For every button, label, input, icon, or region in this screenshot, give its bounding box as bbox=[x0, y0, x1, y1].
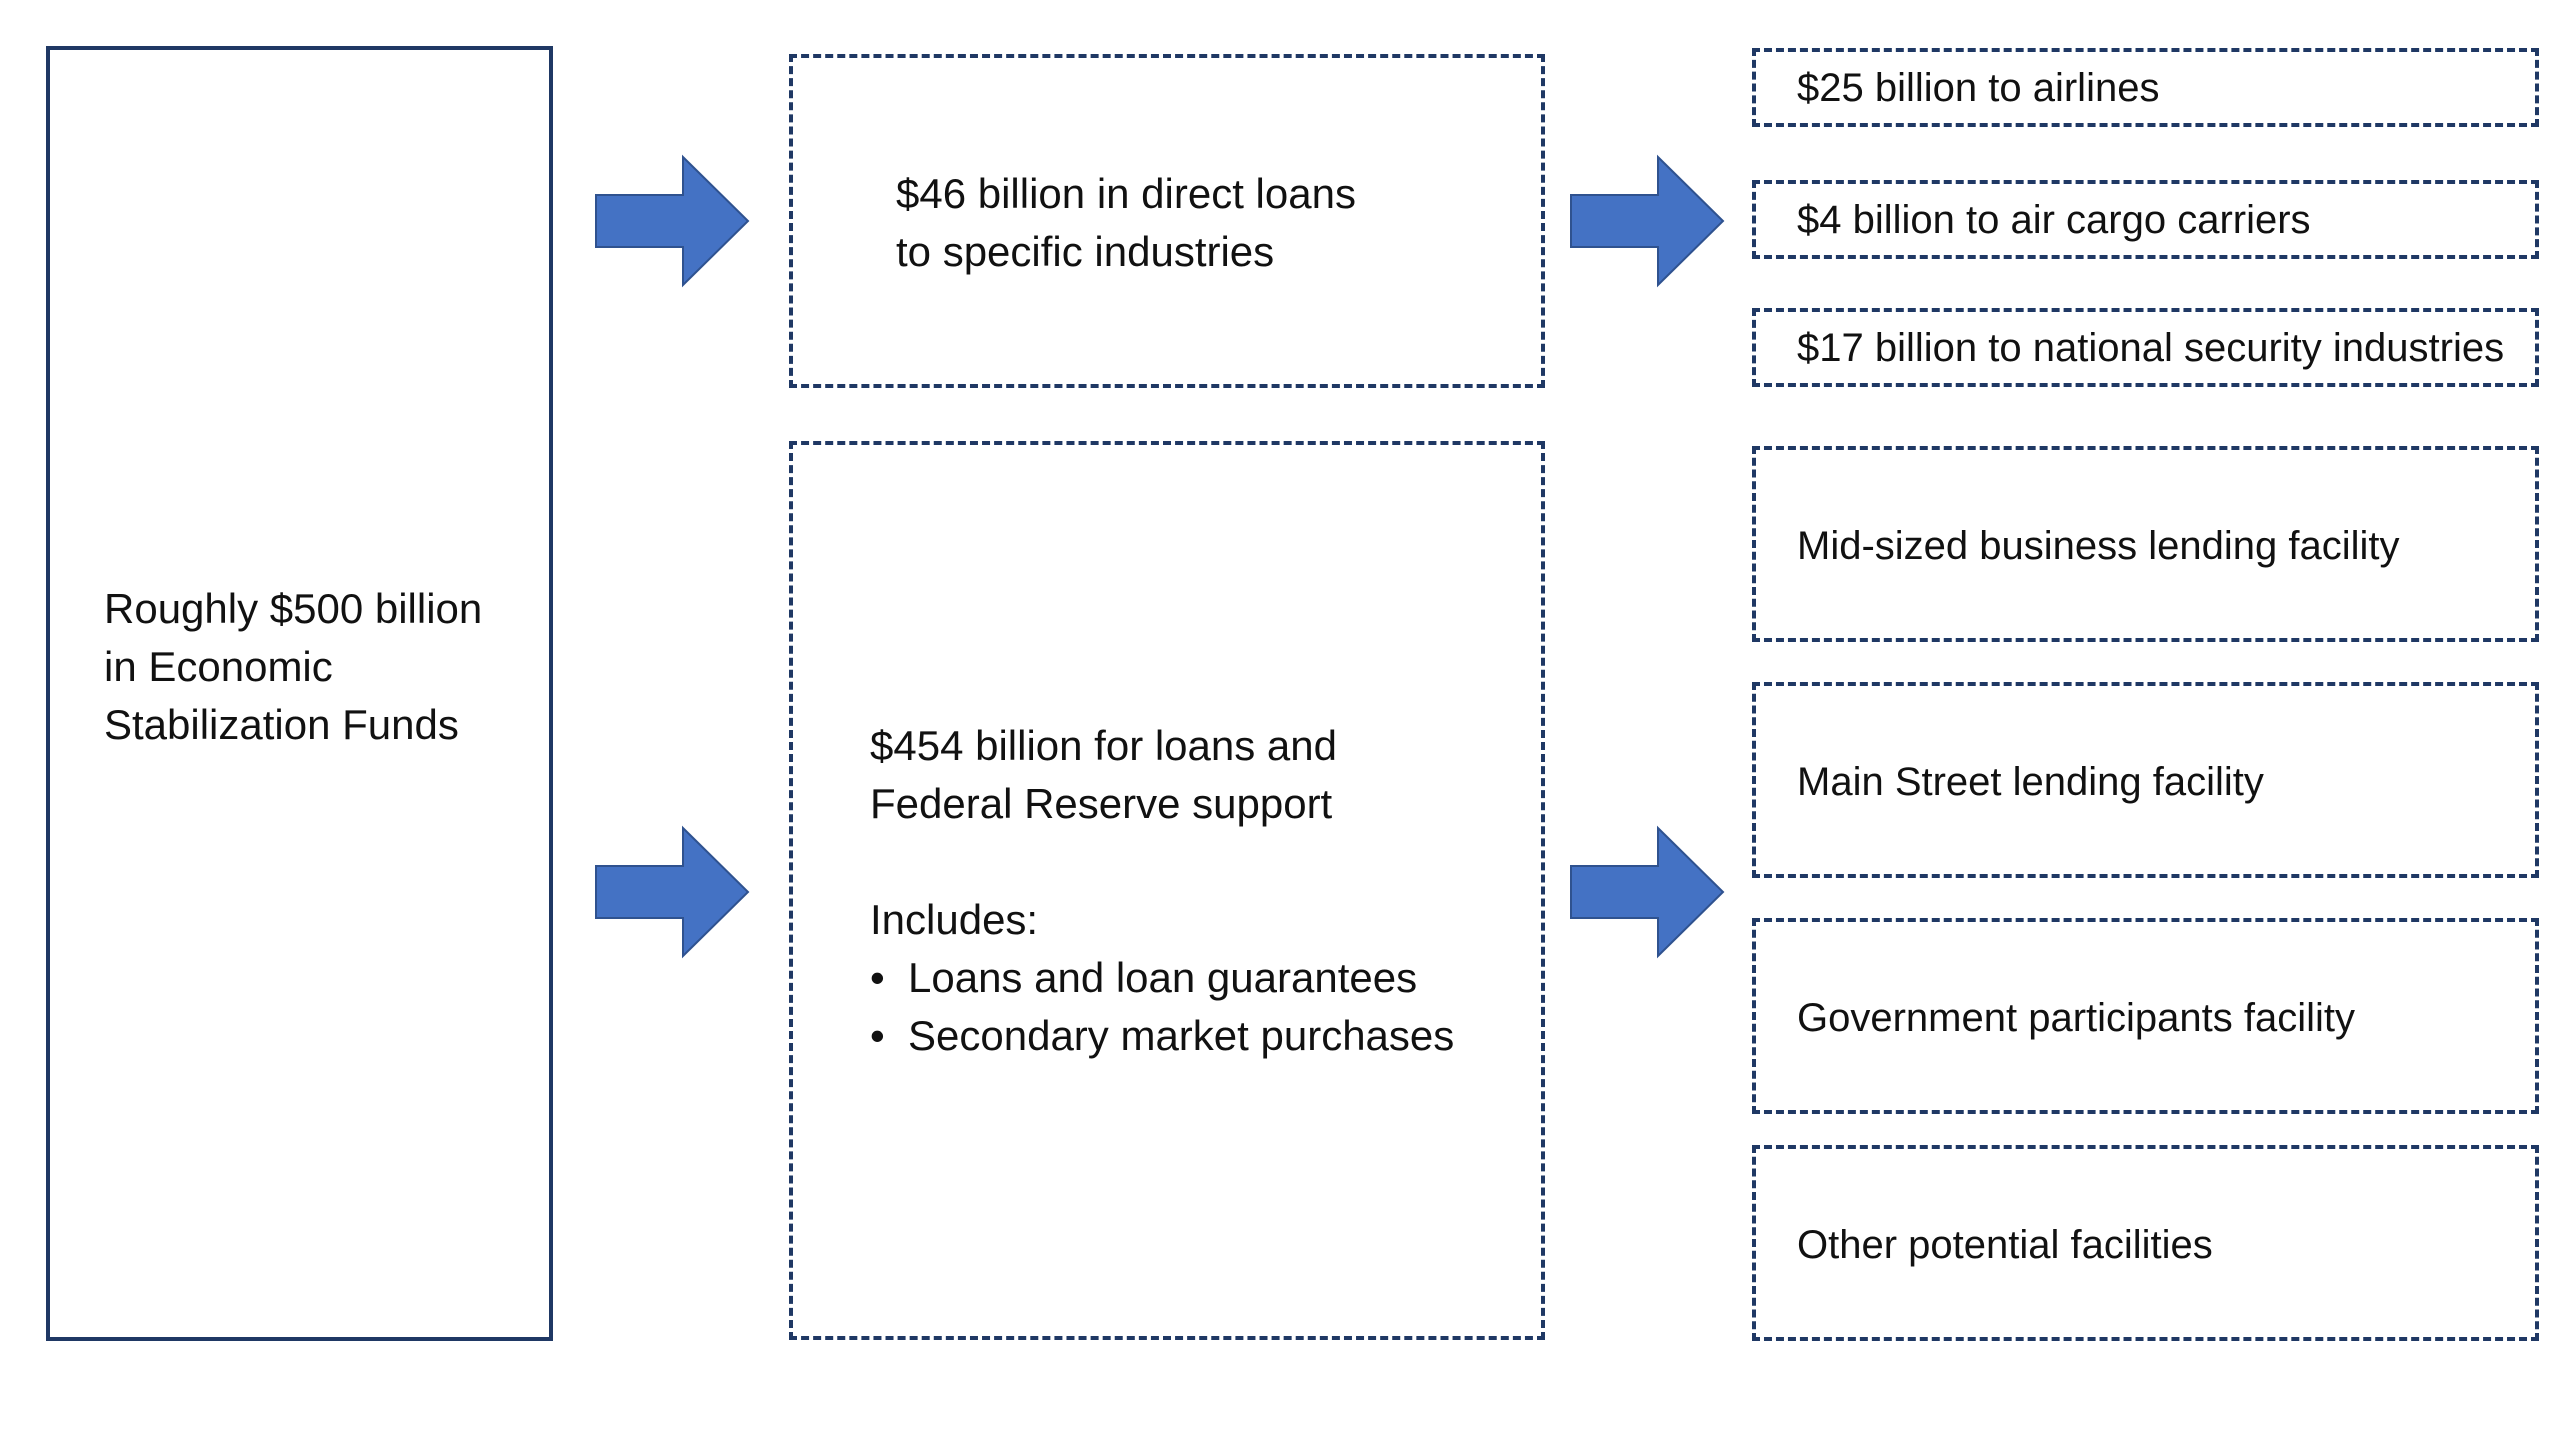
arrow-source-to-fed bbox=[595, 825, 750, 959]
direct-item-national-security: $17 billion to national security industr… bbox=[1752, 308, 2539, 387]
facility-mid-sized-label: Mid-sized business lending facility bbox=[1797, 524, 2400, 568]
source-line-1: Roughly $500 billion bbox=[104, 585, 483, 632]
fed-support-box: $454 billion for loans and Federal Reser… bbox=[789, 441, 1545, 1340]
direct-item-airlines-label: $25 billion to airlines bbox=[1797, 66, 2160, 110]
includes-label: Includes: bbox=[870, 896, 1039, 943]
source-line-2: in Economic bbox=[104, 643, 333, 690]
direct-item-air-cargo: $4 billion to air cargo carriers bbox=[1752, 180, 2539, 259]
direct-loans-line-2: to specific industries bbox=[896, 228, 1275, 275]
facility-mid-sized: Mid-sized business lending facility bbox=[1752, 446, 2539, 642]
includes-item-loans: Loans and loan guarantees bbox=[870, 949, 1454, 1007]
fed-support-line-1: $454 billion for loans and bbox=[870, 722, 1338, 769]
direct-loans-box: $46 billion in direct loans to specific … bbox=[789, 54, 1545, 388]
fed-support-text: $454 billion for loans and Federal Reser… bbox=[870, 717, 1454, 1065]
arrow-direct-to-items bbox=[1570, 154, 1725, 288]
facility-other-potential: Other potential facilities bbox=[1752, 1145, 2539, 1341]
includes-list: Loans and loan guarantees Secondary mark… bbox=[870, 949, 1454, 1065]
source-text: Roughly $500 billion in Economic Stabili… bbox=[104, 580, 482, 754]
facility-government-participants-label: Government participants facility bbox=[1797, 996, 2356, 1040]
source-box: Roughly $500 billion in Economic Stabili… bbox=[46, 46, 553, 1341]
arrow-source-to-direct bbox=[595, 154, 750, 288]
facility-other-potential-label: Other potential facilities bbox=[1797, 1223, 2213, 1267]
direct-item-air-cargo-label: $4 billion to air cargo carriers bbox=[1797, 198, 2311, 242]
direct-item-national-security-label: $17 billion to national security industr… bbox=[1797, 326, 2505, 370]
source-line-3: Stabilization Funds bbox=[104, 701, 459, 748]
direct-loans-text: $46 billion in direct loans to specific … bbox=[896, 165, 1356, 281]
fed-support-line-2: Federal Reserve support bbox=[870, 780, 1333, 827]
direct-loans-line-1: $46 billion in direct loans bbox=[896, 170, 1356, 217]
facility-government-participants: Government participants facility bbox=[1752, 918, 2539, 1114]
includes-item-secondary: Secondary market purchases bbox=[870, 1007, 1454, 1065]
facility-main-street: Main Street lending facility bbox=[1752, 682, 2539, 878]
direct-item-airlines: $25 billion to airlines bbox=[1752, 48, 2539, 127]
facility-main-street-label: Main Street lending facility bbox=[1797, 760, 2264, 804]
arrow-fed-to-facilities bbox=[1570, 825, 1725, 959]
